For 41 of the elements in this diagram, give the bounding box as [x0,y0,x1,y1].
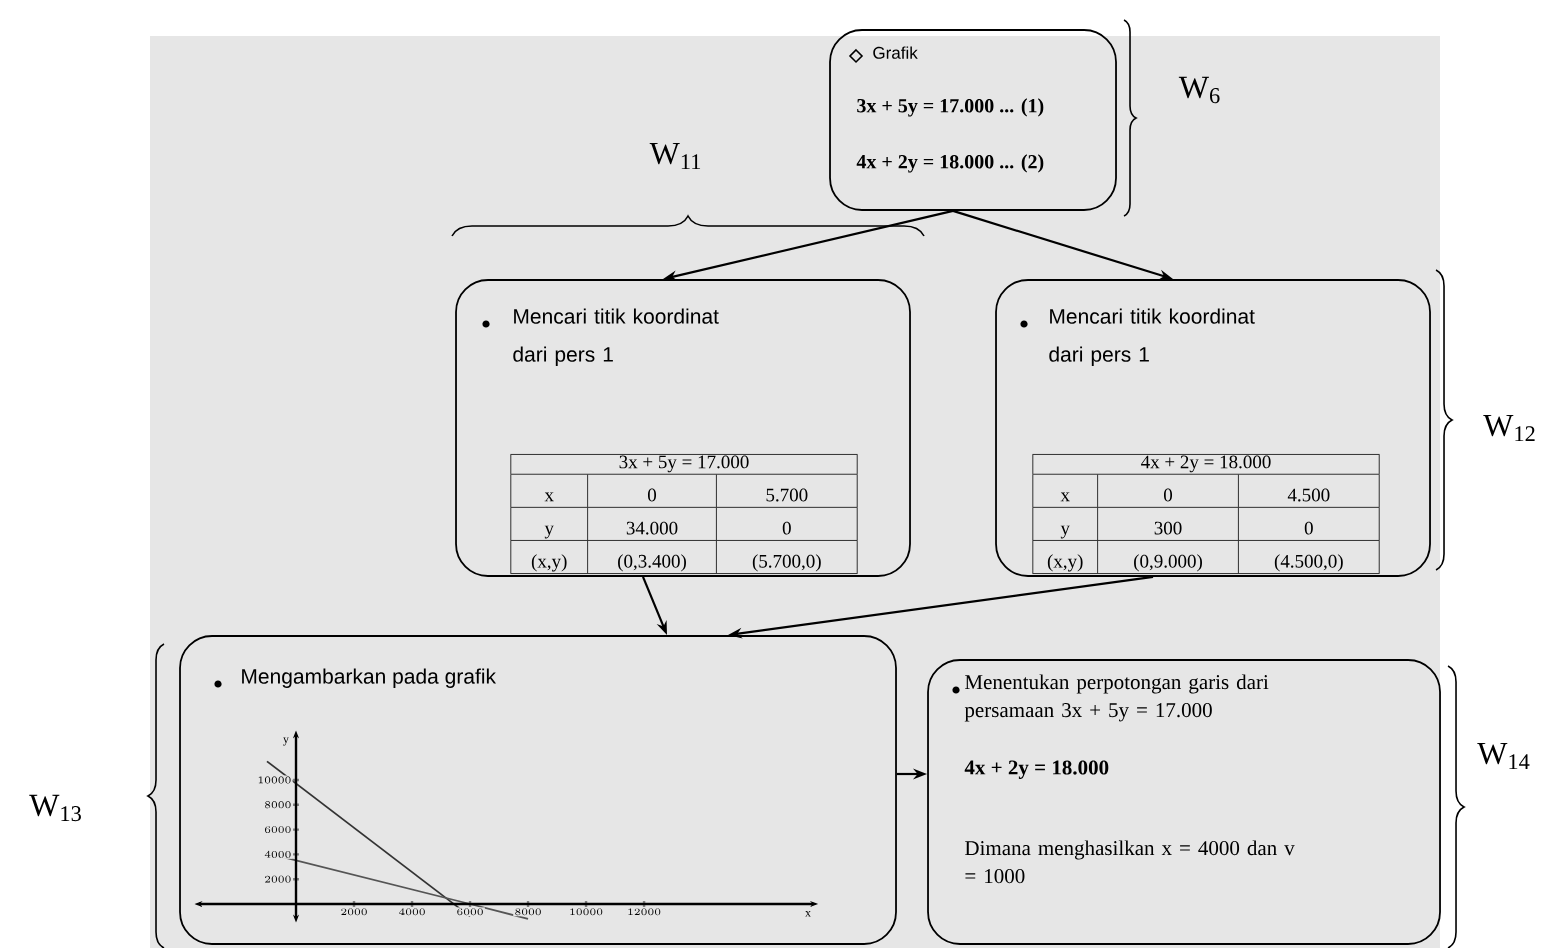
node-label: 300 [1154,521,1182,535]
node-label: (x,y) [1047,554,1083,572]
node-label: 0 [782,521,791,535]
coordinate-table: 4x + 2y = 18.000 x 0 4.500 y 300 0 (x,y) (0,9.000) (4.500,0) [1032,454,1380,574]
node-label: 3x + 5y = 17.000 [619,455,749,473]
text: Menentukan perpotongan garis dari persamaan 3x + 5y = 17.000 [964,674,1269,722]
node-label: (0,3.400) [618,554,686,572]
node-label: x [1060,492,1070,502]
text: 3x + 5y = 17.000 ... (1) [857,98,1044,117]
node-label: 0 [1163,488,1173,502]
text: 4x + 2y = 18.000 ... (2) [856,154,1044,173]
rounded-box [455,279,911,577]
node-label: 0 [647,488,657,502]
node-label: 5.700 [766,488,808,502]
text: W$_{6}$ [1178,76,1220,104]
text: Mengambarkan pada grafik [242,668,496,688]
node-label: (0,9.000) [1134,554,1203,572]
rounded-box [927,659,1441,945]
text: W$_{13}$ [29,794,81,822]
node-label: 4.500 [1287,488,1330,502]
text: Mencari titik koordinat dari pers 1 [1049,308,1255,366]
rounded-box [995,279,1431,577]
rounded-box [829,29,1117,211]
coordinate-table: 3x + 5y = 17.000 x 0 5.700 y 34.000 0 (x,y) (0,3.400) (5.700,0) [510,454,858,574]
node-label: (4.500,0) [1274,554,1343,572]
node-label: 0 [1304,521,1313,535]
text: 4x + 2y = 18.000 [964,760,1109,779]
rounded-box [179,635,897,945]
text: W$_{12}$ [1483,414,1535,442]
text: W$_{14}$ [1477,742,1530,770]
node-label: y [544,525,554,539]
node-label: (x,y) [531,554,567,572]
node-label: x [544,492,554,502]
text: Mencari titik koordinat dari pers 1 [513,308,719,366]
node-label: y [1060,525,1070,539]
text: Dimana menghasilkan x = 4000 dan v = 1000 [965,840,1295,884]
node-label: (5.700,0) [752,554,821,572]
text: Grafik [873,46,918,59]
text: W$_{11}$ [649,142,701,170]
node-label: 4x + 2y = 18.000 [1141,455,1271,473]
node-label: 34.000 [626,521,678,535]
